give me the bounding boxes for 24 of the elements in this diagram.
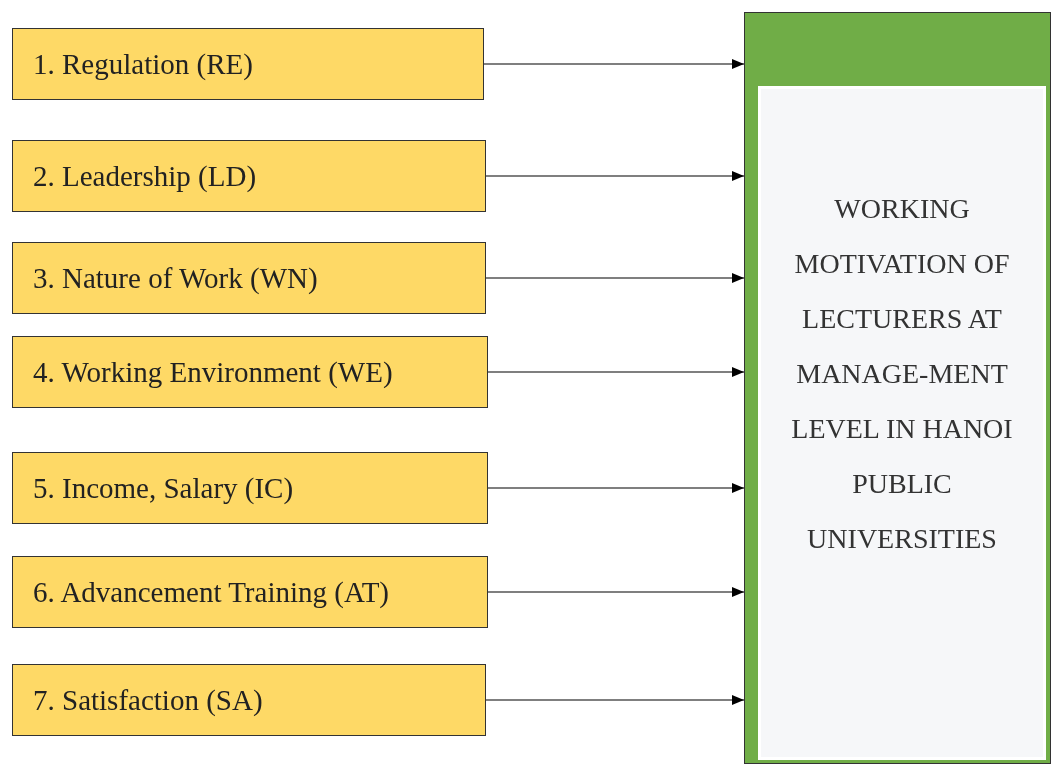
arrow [485,695,745,705]
outcome-box [758,86,1046,760]
box-label: 4. Working Environment (WE) [33,355,393,389]
factor-box [12,140,486,212]
factor-box [12,556,488,628]
arrow [487,587,745,597]
outcome-panel [744,12,1051,764]
arrow [487,483,745,493]
arrow [487,367,745,377]
arrow [485,171,745,181]
box-label: WORKING MOTIVATION OF LECTURERS AT MANAGE-MENT LEVEL IN HANOI PUBLIC UNIVERSITIES [790,191,1014,556]
factor-box [12,452,488,524]
factor-box [12,242,486,314]
box-label: 6. Advancement Training (AT) [33,575,389,609]
factor-box [12,336,488,408]
box-label: 2. Leadership (LD) [33,159,257,193]
arrow [483,59,745,69]
factor-box [12,28,484,100]
box-label: 5. Income, Salary (IC) [33,471,294,505]
box-label: 7. Satisfaction (SA) [33,683,263,717]
arrow [485,273,745,283]
factor-box [12,664,486,736]
box-label: 1. Regulation (RE) [33,47,253,81]
box-label: 3. Nature of Work (WN) [33,261,318,295]
